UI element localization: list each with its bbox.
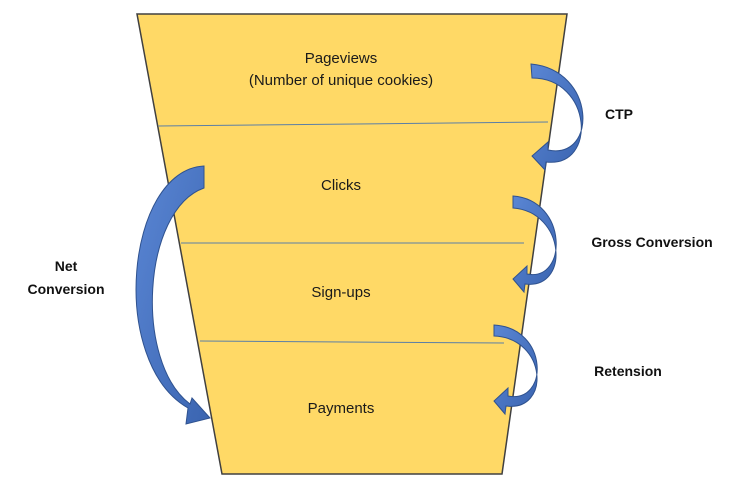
ctp-label: CTP — [605, 106, 633, 122]
ctp-arrow — [530, 63, 584, 172]
stage-pageviews-label: Pageviews — [305, 50, 378, 67]
net-conversion-arrow — [135, 165, 211, 425]
stage-pageviews-sublabel: (Number of unique cookies) — [249, 72, 433, 89]
divider-pageviews-clicks — [157, 121, 549, 127]
net-conversion-label-line2: Conversion — [27, 281, 104, 297]
retension-label: Retension — [594, 363, 662, 379]
gross-conversion-arrow — [512, 195, 557, 294]
retension-arrow — [493, 324, 538, 416]
divider-signups-payments — [199, 340, 505, 344]
gross-conversion-label: Gross Conversion — [591, 234, 712, 250]
stage-clicks-label: Clicks — [321, 177, 361, 194]
funnel-shape — [136, 13, 568, 475]
stage-signups-label: Sign-ups — [311, 284, 370, 301]
net-conversion-label-line1: Net — [55, 258, 78, 274]
stage-payments-label: Payments — [308, 400, 375, 417]
